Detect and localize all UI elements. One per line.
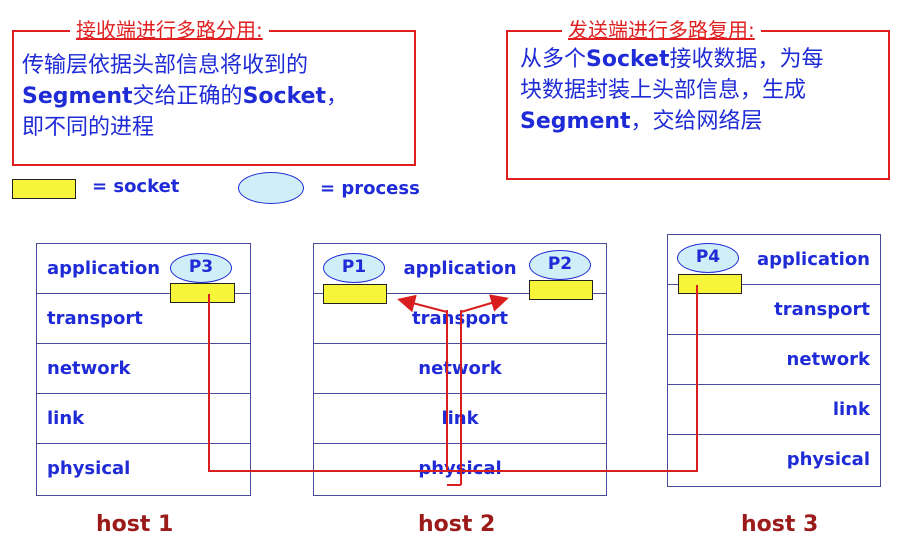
legend-process-swatch [238,172,304,204]
process-p1: P1 [323,253,385,283]
host-1-layer-transport: transport [37,294,250,344]
process-p3: P3 [170,253,232,283]
host-3-layer-physical: physical [786,449,870,470]
host-2-layer-physical: physical [418,458,502,479]
callout-line: 即不同的进程 [22,112,348,143]
callout-text: 传输层依据头部信息将收到的 [22,53,309,78]
legend-socket-swatch [12,179,76,199]
socket-p3 [170,283,235,303]
process-p2: P2 [529,250,591,280]
socket-p4 [678,274,742,294]
callout-line: 块数据封装上头部信息，生成 [520,75,824,106]
mux-callout: 发送端进行多路复用: 从多个Socket接收数据，为每块数据封装上头部信息，生成… [506,18,890,180]
callout-line: Segment交给正确的Socket， [22,81,348,112]
demux-callout-title: 接收端进行多路分用: [70,18,269,42]
host-2-layer-network: network [314,344,606,394]
legend-process-label: = process [320,178,420,199]
callout-text: 块数据封装上头部信息，生成 [520,78,807,103]
host-3-layer-link: link [668,385,880,435]
socket-p2 [529,280,593,300]
callout-term: Socket [242,84,327,109]
callout-text: ， [326,84,349,109]
host-2-layer-link: link [314,394,606,444]
process-p4: P4 [677,243,739,273]
callout-line: Segment，交给网络层 [520,106,824,137]
host-1-stack: application transport network link physi… [36,243,251,496]
host-1-layer-link: link [37,394,250,444]
callout-line: 传输层依据头部信息将收到的 [22,50,348,81]
host-1-layer-physical: physical [47,458,131,479]
host-3-layer-application: application [668,235,880,285]
socket-p1 [323,284,387,304]
host-1-layer-application: application [37,244,250,294]
demux-callout: 接收端进行多路分用: 传输层依据头部信息将收到的 Segment交给正确的Sock… [12,18,416,166]
host-2-label: host 2 [418,512,496,537]
demux-callout-body: 传输层依据头部信息将收到的 Segment交给正确的Socket， 即不同的进程 [22,50,348,143]
callout-term: Socket [586,47,670,72]
callout-text: 交给正确的 [132,84,243,109]
callout-line: 从多个Socket接收数据，为每 [520,44,824,75]
host-3-layer-transport: transport [668,285,880,335]
callout-text: 接收数据，为每 [669,47,824,72]
mux-callout-body: 从多个Socket接收数据，为每块数据封装上头部信息，生成 Segment，交给网… [520,44,824,137]
callout-text: 从多个 [520,47,587,72]
legend-socket-label: = socket [92,176,180,197]
host-1-layer-network: network [37,344,250,394]
host-3-label: host 3 [741,512,819,537]
callout-text: ，交给网络层 [630,109,763,134]
callout-term: Segment [22,84,133,109]
host-3-layer-network: network [668,335,880,385]
callout-term: Segment [520,109,631,134]
mux-callout-title: 发送端进行多路复用: [562,18,761,42]
callout-text: 即不同的进程 [22,115,155,140]
host-1-label: host 1 [96,512,174,537]
